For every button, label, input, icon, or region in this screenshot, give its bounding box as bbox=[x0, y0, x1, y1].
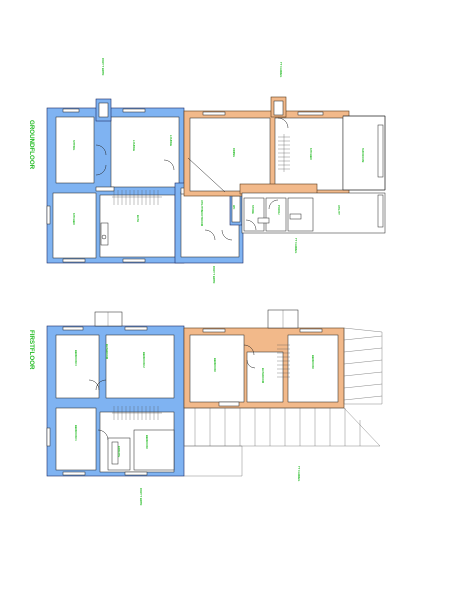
first-floor-ty-carreg bbox=[183, 309, 383, 477]
pant-label-ground-bottom: PANT Y BRYN bbox=[212, 266, 216, 283]
room-ensuite: ENSUITE bbox=[117, 446, 121, 458]
first-floor-title: FIRSTFLOOR bbox=[28, 330, 35, 370]
room-bedroom-2: BEDROOM 2 bbox=[142, 352, 146, 368]
room-dining-old: LOUNGE bbox=[169, 135, 173, 146]
room-bathroom-pant: BATHROOM bbox=[105, 344, 109, 359]
room-utility2: UTILITY bbox=[337, 205, 341, 215]
room-sitting: SITTING bbox=[72, 140, 76, 150]
room-bedroom-1: BEDROOM 1 bbox=[74, 425, 78, 441]
ground-floor-link-block bbox=[174, 179, 244, 264]
pant-label-first-bottom: PANT Y BRYN bbox=[139, 488, 143, 505]
ty-label-ground-right: TY CARREG bbox=[294, 238, 298, 253]
room-bedroom-3: BEDROOM 3 bbox=[74, 350, 78, 366]
ty-label-first-right: TY CARREG bbox=[297, 466, 301, 481]
room-dining: KITCHEN bbox=[309, 148, 313, 160]
labels: GROUNDFLOOR PANT Y BRYN TY CARREG TY CAR… bbox=[28, 58, 365, 505]
room-wc: WC bbox=[232, 205, 236, 209]
room-sunroom: SUN ROOM bbox=[361, 148, 365, 162]
room-utility: UTILITY/BOOTROOM bbox=[200, 200, 204, 226]
room-porch: PORCH bbox=[277, 205, 281, 214]
pant-label-ground-top: PANT Y BRYN bbox=[101, 58, 105, 75]
room-bath: BATH bbox=[136, 215, 140, 222]
room-bedroom-6: BEDROOM bbox=[213, 358, 217, 372]
ty-label-ground-top: TY CARREG bbox=[279, 62, 283, 77]
room-bedroom-5: BEDROOM bbox=[311, 355, 315, 369]
ground-floor-pant-y-bryn bbox=[46, 98, 185, 264]
ground-floor-title: GROUNDFLOOR bbox=[28, 120, 35, 170]
room-bathroom-ty: BATHROOM bbox=[261, 368, 265, 383]
room-lounge: LOUNGE bbox=[132, 140, 136, 151]
room-bedroom-4: BEDROOM bbox=[145, 435, 149, 449]
first-floor-pant-y-bryn bbox=[46, 311, 185, 477]
room-kitchen: KITCHEN bbox=[72, 213, 76, 225]
room-living: DINING bbox=[232, 148, 236, 157]
ground-floor-ty-carreg bbox=[183, 96, 386, 234]
room-store: STORE bbox=[251, 205, 255, 214]
